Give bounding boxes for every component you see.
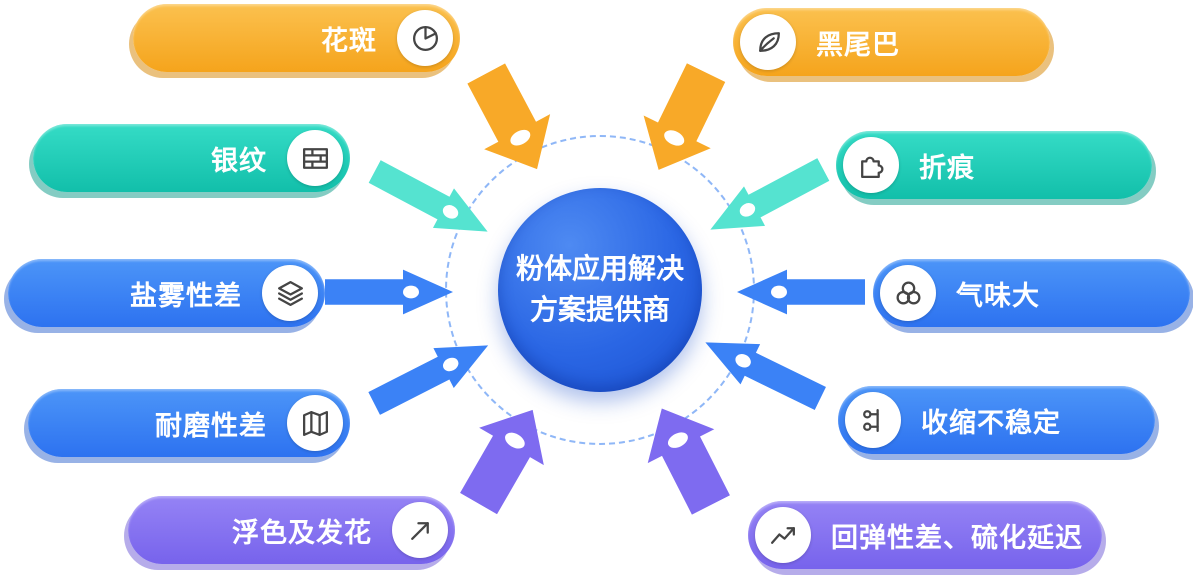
pill-label: 银纹 [211, 145, 267, 176]
arrow-heiweiba [622, 55, 742, 189]
arrow-huaban [451, 55, 573, 190]
pie-chart-icon [397, 10, 453, 66]
issue-pill-shousuobuwending: 收缩不稳定 [838, 386, 1155, 454]
arrow-yinwen [363, 150, 500, 253]
pill-label: 花斑 [321, 25, 377, 56]
issue-pill-heiweiba: 黑尾巴 [733, 8, 1050, 76]
issue-pill-zhehen: 折痕 [836, 131, 1152, 199]
rings-icon [880, 265, 936, 321]
pill-label: 浮色及发花 [232, 517, 372, 548]
pill-label: 折痕 [919, 152, 975, 183]
arrow-zhehen [697, 148, 834, 251]
issue-pill-fusejifahua: 浮色及发花 [128, 496, 455, 564]
center-circle: 粉体应用解决 方案提供商 [498, 188, 702, 392]
layers-icon [262, 265, 318, 321]
pill-label: 回弹性差、硫化延迟 [831, 522, 1083, 553]
arrow-huitan [625, 389, 746, 523]
pill-label: 气味大 [956, 280, 1040, 311]
issue-pill-huaban: 花斑 [133, 4, 460, 72]
map-icon [287, 395, 343, 451]
arrow-shousuo [693, 320, 831, 420]
issue-pill-huitanxingcha: 回弹性差、硫化延迟 [748, 501, 1102, 569]
issue-pill-naimoxingcha: 耐磨性差 [28, 389, 350, 457]
arrow-pen-icon [392, 502, 448, 558]
pill-label: 耐磨性差 [155, 410, 267, 441]
branch-dots-icon [845, 392, 901, 448]
bricks-icon [287, 130, 343, 186]
pill-label: 黑尾巴 [816, 29, 900, 60]
center-title-line2: 方案提供商 [529, 294, 670, 325]
leaf-icon [740, 14, 796, 70]
issue-pill-qiweida: 气味大 [873, 259, 1190, 327]
pill-label: 盐雾性差 [130, 280, 242, 311]
puzzle-icon [843, 137, 899, 193]
arrow-yanwu [325, 268, 455, 316]
arrow-qiwei [735, 268, 865, 316]
issue-pill-yinwen: 银纹 [33, 124, 350, 192]
issue-pill-yanwuxingcha: 盐雾性差 [8, 259, 325, 327]
trend-line-icon [755, 507, 811, 563]
arrow-naimo [363, 323, 501, 425]
center-title-line1: 粉体应用解决 [515, 253, 684, 285]
pill-label: 收缩不稳定 [921, 407, 1061, 438]
arrow-fuse [444, 388, 568, 523]
